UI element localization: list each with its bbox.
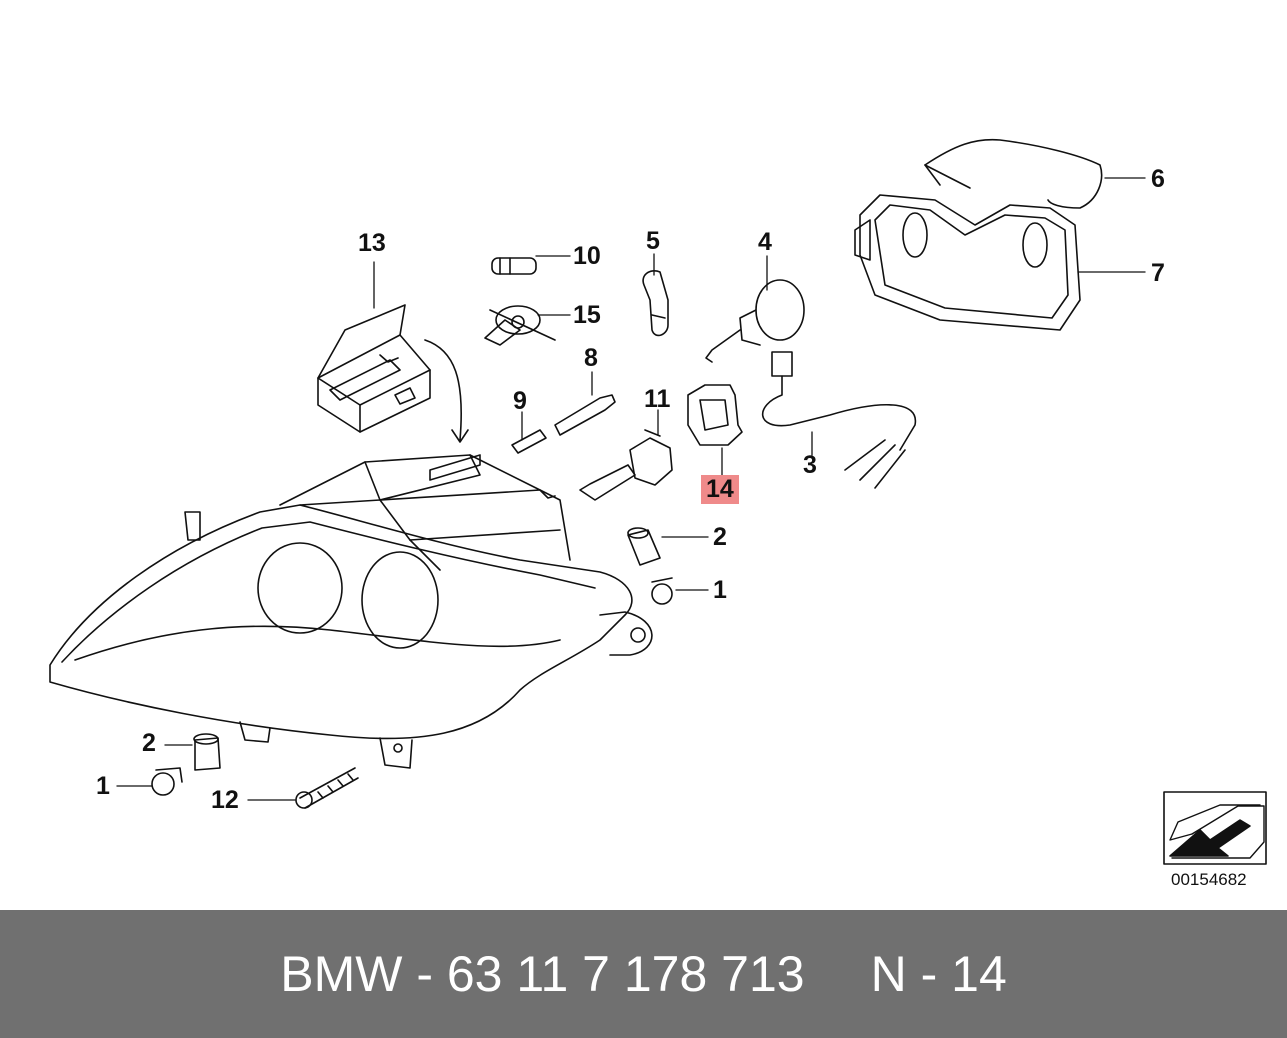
part-9-pin xyxy=(511,429,547,454)
callout-11: 11 xyxy=(644,385,671,413)
callout-1-upper: 1 xyxy=(713,576,727,604)
reference-code: 00154682 xyxy=(1171,870,1247,889)
callout-8: 8 xyxy=(584,344,598,372)
callout-4: 4 xyxy=(758,228,772,256)
part-3-wiring-harness xyxy=(761,375,917,489)
orientation-symbol xyxy=(1163,791,1267,865)
callout-5: 5 xyxy=(646,227,660,255)
callout-14-highlighted: 14 xyxy=(701,475,739,504)
callout-2-upper: 2 xyxy=(713,523,727,551)
callout-9: 9 xyxy=(513,387,527,415)
callout-10: 10 xyxy=(573,242,601,270)
part-1-clip-upper xyxy=(651,577,673,605)
part-8-rod xyxy=(554,394,616,436)
assembly-arrow xyxy=(424,339,469,443)
footer-position: N - 14 xyxy=(870,946,1007,1002)
part-2-sleeve-upper xyxy=(627,527,661,566)
headlight-housing xyxy=(49,454,653,769)
part-14-bulb-holder xyxy=(687,384,743,446)
callout-6: 6 xyxy=(1151,165,1165,193)
part-6-seal-wire xyxy=(924,138,1103,209)
part-4-adjuster-motor xyxy=(705,279,805,377)
part-7-cover xyxy=(854,194,1081,331)
part-1-clip-lower xyxy=(151,767,183,796)
part-10-bulb xyxy=(491,257,537,275)
callout-13: 13 xyxy=(358,229,386,257)
part-5-hose xyxy=(642,270,669,337)
footer-brand: BMW xyxy=(280,946,403,1002)
part-11-bulb xyxy=(579,429,673,501)
part-2-sleeve-lower xyxy=(193,733,221,771)
part-12-screw xyxy=(295,767,359,809)
footer-bar: BMW - 63 11 7 178 713 N - 14 xyxy=(0,910,1287,1038)
footer-part-number: 63 11 7 178 713 xyxy=(446,946,805,1002)
callout-7: 7 xyxy=(1151,259,1165,287)
footer-caption: BMW - 63 11 7 178 713 N - 14 xyxy=(0,910,1287,1038)
callout-3: 3 xyxy=(803,451,817,479)
part-13-control-module xyxy=(317,304,431,433)
footer-separator: - xyxy=(402,946,447,1002)
callout-1-lower: 1 xyxy=(96,772,110,800)
callout-12: 12 xyxy=(211,786,239,814)
callout-15: 15 xyxy=(573,301,601,329)
part-15-bulb-socket xyxy=(484,305,556,346)
callout-2-lower: 2 xyxy=(142,729,156,757)
headlight-exploded-diagram xyxy=(49,138,1267,865)
leader-lines xyxy=(116,177,1146,801)
